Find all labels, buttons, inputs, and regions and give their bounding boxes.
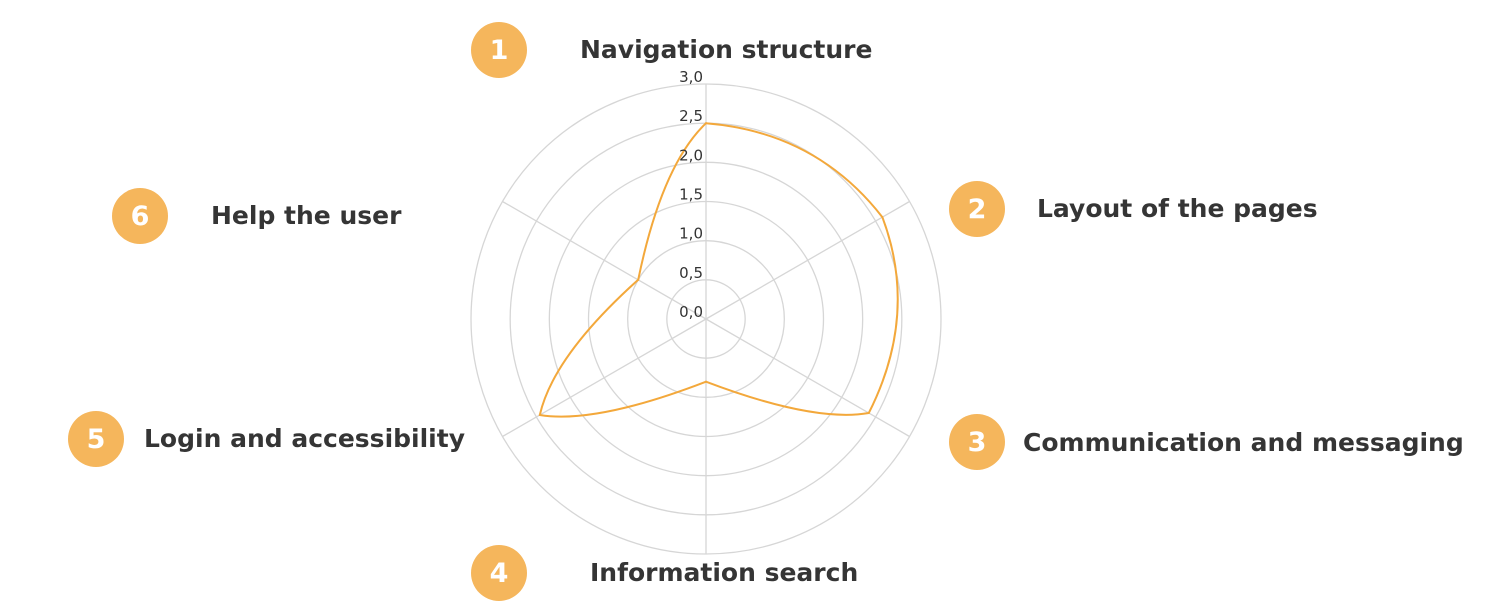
tick-label: 2,0: [679, 146, 703, 164]
tick-labels: 0,0 0,5 1,0 1,5 2,0 2,5 3,0: [679, 68, 703, 321]
tick-label: 2,5: [679, 107, 703, 125]
badge-6: 6: [112, 188, 168, 244]
label-login-and-accessibility: Login and accessibility: [144, 424, 465, 453]
data-point-4: [705, 380, 707, 383]
tick-label: 1,0: [679, 225, 703, 243]
data-series-line: [538, 122, 899, 418]
badge-4: 4: [471, 545, 527, 601]
data-point-1: [705, 122, 707, 125]
data-point-6: [637, 278, 640, 281]
label-communication-and-messaging: Communication and messaging: [1023, 428, 1464, 457]
grid-spokes: [502, 84, 910, 554]
tick-label: 1,5: [679, 186, 703, 204]
data-point-3: [867, 412, 870, 414]
badge-5: 5: [68, 411, 124, 467]
badge-1: 1: [471, 22, 527, 78]
tick-label: 3,0: [679, 68, 703, 86]
label-layout-of-the-pages: Layout of the pages: [1037, 194, 1318, 223]
label-information-search: Information search: [590, 558, 859, 587]
grid-spoke: [502, 318, 707, 438]
data-point-2: [881, 216, 884, 219]
label-help-the-user: Help the user: [211, 201, 402, 230]
tick-label: 0,0: [679, 303, 703, 321]
grid-spoke: [705, 318, 910, 438]
tick-label: 0,5: [679, 264, 703, 282]
grid-spoke: [705, 200, 910, 320]
label-navigation-structure: Navigation structure: [580, 35, 873, 64]
data-point-5: [538, 413, 541, 416]
badge-2: 2: [949, 181, 1005, 237]
badge-3: 3: [949, 414, 1005, 470]
grid-spoke: [502, 200, 707, 320]
